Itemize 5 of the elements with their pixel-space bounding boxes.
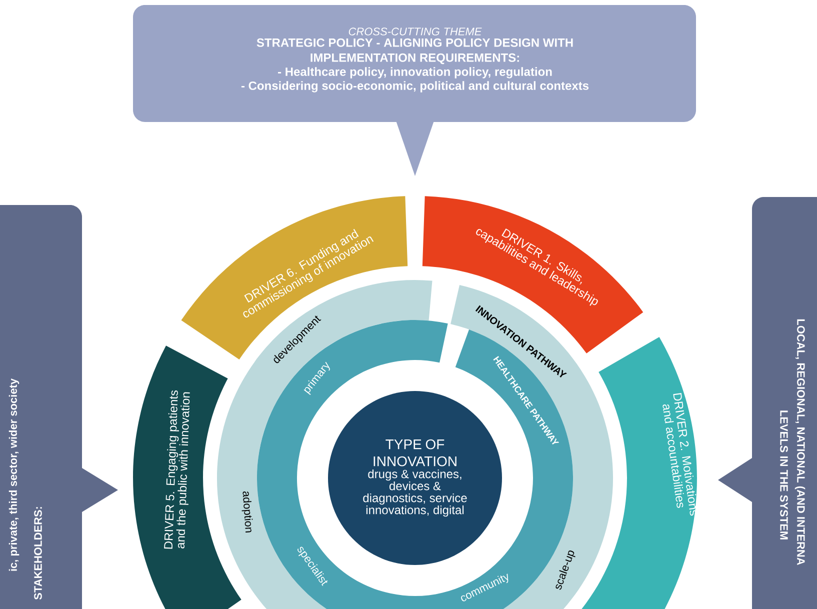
side-banner: STAKEHOLDERS: ic, private, third sector, wider society	[0, 204, 118, 609]
side-banner: LOCAL, REGIONAL, NATIONAL (AND INTERNA LEVELS IN THE SYSTEM	[718, 196, 817, 609]
driver-segment: DRIVER 5. Engaging patients and the public with innovation	[133, 346, 242, 609]
ring-label: adoption	[242, 491, 253, 532]
callout-box: CROSS-CUTTING THEME STRATEGIC POLICY - ALIGNING POLICY DESIGN WITH IMPLEMENTATION REQUIREMENTS: - Healthcare policy, innovation policy, regulation - Considering socio-economic, political and cultural contexts	[133, 4, 696, 176]
